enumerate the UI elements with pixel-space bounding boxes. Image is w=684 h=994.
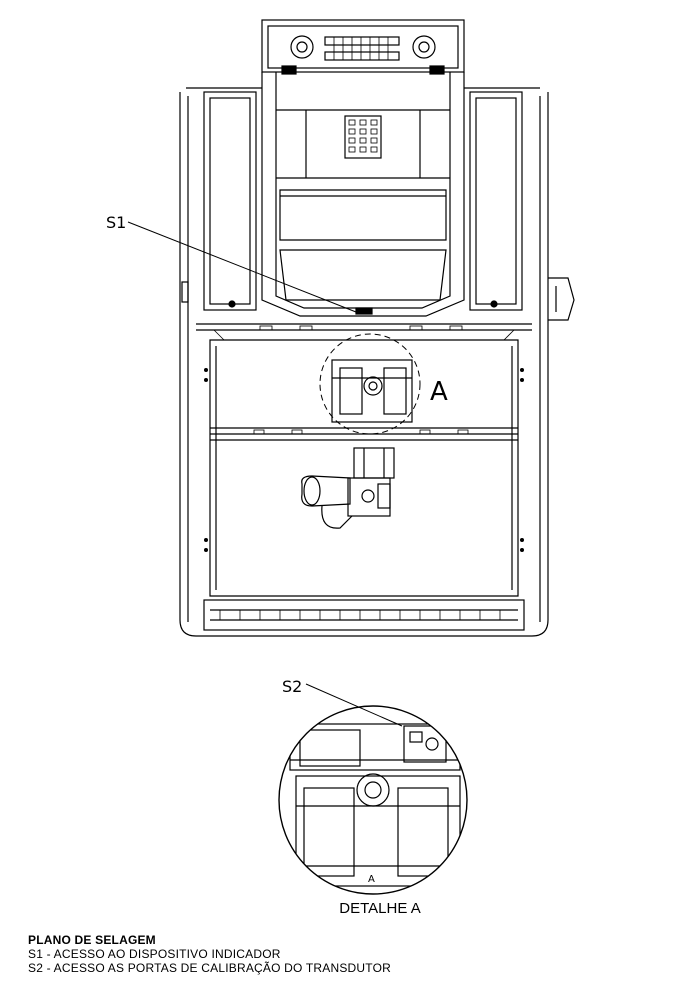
keypad-keys <box>348 119 378 153</box>
detail-a-outline <box>278 705 468 895</box>
detail-a-title: DETALHE A <box>339 900 421 917</box>
display-window-bottom <box>324 51 400 61</box>
bottom-grille <box>203 599 525 631</box>
central-column <box>261 72 465 317</box>
display-head <box>261 19 465 75</box>
s1-leader <box>127 221 357 313</box>
detail-a-view: A S2 <box>278 677 468 895</box>
label-s1: S1 <box>106 213 126 232</box>
dispensing-mechanism <box>331 359 413 423</box>
keypad <box>344 115 382 159</box>
legend-item-s1: S1 - ACESSO AO DISPOSITIVO INDICADOR <box>28 947 281 961</box>
side-handle <box>548 277 575 321</box>
valve-assembly <box>301 447 395 529</box>
label-a: A <box>430 377 448 407</box>
s2-leader <box>305 683 403 727</box>
legend-title: PLANO DE SELAGEM <box>28 933 156 947</box>
label-detail-a-mark: A <box>368 874 375 885</box>
detail-a-mechanism <box>289 723 461 887</box>
display-window-top <box>324 36 400 46</box>
cabinet-body <box>179 87 575 637</box>
left-panel <box>203 91 257 311</box>
label-s2: S2 <box>282 677 302 696</box>
calibration-port-block <box>403 725 447 763</box>
right-panel <box>469 91 523 311</box>
detail-a-circle <box>319 333 421 435</box>
legend-item-s2: S2 - ACESSO AS PORTAS DE CALIBRAÇÃO DO T… <box>28 961 392 975</box>
machine-front-view: S1 A <box>106 19 575 637</box>
sealing-plan-legend: PLANO DE SELAGEM S1 - ACESSO AO DISPOSIT… <box>28 933 391 975</box>
